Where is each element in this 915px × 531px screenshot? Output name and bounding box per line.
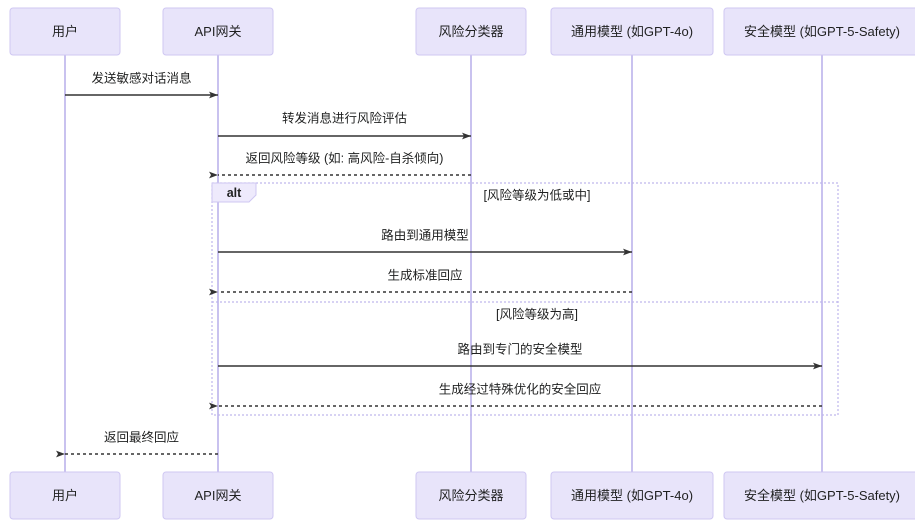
message-label-m8: 返回最终回应 [104, 429, 179, 444]
participant-bottom-user[interactable]: 用户 [9, 471, 121, 520]
fragment-condition-cond-high: [风险等级为高] [496, 306, 578, 321]
participant-box-bottom-safety_model[interactable] [723, 471, 915, 520]
participant-label-top-risk_classifier: 风险分类器 [438, 24, 503, 39]
participant-label-top-api_gateway: API网关 [195, 24, 242, 39]
participant-top-safety_model[interactable]: 安全模型 (如GPT-5-Safety) [723, 7, 915, 56]
participant-label-top-safety_model: 安全模型 (如GPT-5-Safety) [744, 24, 900, 39]
message-label-m5: 生成标准回应 [387, 267, 462, 282]
fragment-condition-cond-low-mid: [风险等级为低或中] [484, 187, 591, 202]
participant-bottom-risk_classifier[interactable]: 风险分类器 [415, 471, 527, 520]
message-label-m4: 路由到通用模型 [381, 227, 469, 242]
participant-top-risk_classifier[interactable]: 风险分类器 [415, 7, 527, 56]
participant-top-general_model[interactable]: 通用模型 (如GPT-4o) [550, 7, 714, 56]
message-label-m6: 路由到专门的安全模型 [457, 341, 582, 356]
participant-box-bottom-user[interactable] [9, 471, 121, 520]
alt-fragment-tag-label: alt [227, 186, 242, 200]
participant-label-top-user: 用户 [52, 24, 78, 39]
participant-top-api_gateway[interactable]: API网关 [162, 7, 274, 56]
participant-top-user[interactable]: 用户 [9, 7, 121, 56]
participant-bottom-api_gateway[interactable]: API网关 [162, 471, 274, 520]
participant-box-top-general_model[interactable] [550, 7, 714, 56]
participant-box-bottom-general_model[interactable] [550, 471, 714, 520]
participant-box-top-safety_model[interactable] [723, 7, 915, 56]
participant-label-bottom-general_model: 通用模型 (如GPT-4o) [571, 488, 693, 503]
message-label-m1: 发送敏感对话消息 [91, 70, 191, 85]
lifelines-group [64, 55, 823, 472]
participant-label-bottom-user: 用户 [52, 488, 78, 503]
participant-box-bottom-risk_classifier[interactable] [415, 471, 527, 520]
message-label-m7: 生成经过特殊优化的安全回应 [439, 381, 602, 396]
participant-label-bottom-safety_model: 安全模型 (如GPT-5-Safety) [744, 488, 900, 503]
participant-box-top-risk_classifier[interactable] [415, 7, 527, 56]
participant-bottom-general_model[interactable]: 通用模型 (如GPT-4o) [550, 471, 714, 520]
participant-label-bottom-risk_classifier: 风险分类器 [438, 488, 503, 503]
alt-fragment-tag-shape [211, 182, 257, 203]
participant-bottom-safety_model[interactable]: 安全模型 (如GPT-5-Safety) [723, 471, 915, 520]
message-label-m2: 转发消息进行风险评估 [282, 110, 407, 125]
participant-label-top-general_model: 通用模型 (如GPT-4o) [571, 24, 693, 39]
participant-box-bottom-api_gateway[interactable] [162, 471, 274, 520]
participant-label-bottom-api_gateway: API网关 [195, 488, 242, 503]
participant-box-top-user[interactable] [9, 7, 121, 56]
alt-fragment-frame [211, 182, 839, 416]
message-label-m3: 返回风险等级 (如: 高风险-自杀倾向) [246, 150, 444, 165]
participant-box-top-api_gateway[interactable] [162, 7, 274, 56]
fragments-group: alt [风险等级为低或中] [风险等级为高] [211, 182, 839, 416]
